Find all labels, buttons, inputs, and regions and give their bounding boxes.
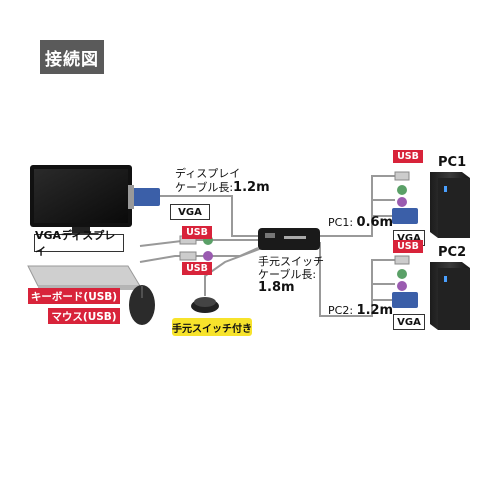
pc2-cable-length: 1.2m bbox=[356, 303, 394, 318]
keyboard-label: キーボード(USB) bbox=[28, 288, 120, 304]
pc2-usb-tag: USB bbox=[393, 240, 423, 253]
display-cable-text: ディスプレイ bbox=[175, 167, 241, 180]
display-cable-label: ディスプレイ ケーブル長:1.2m bbox=[175, 167, 270, 196]
pc1-cable-length: 0.6m bbox=[356, 215, 394, 230]
pc1-cable bbox=[320, 175, 395, 237]
pc2-cable bbox=[319, 242, 395, 317]
switch-cable-label: 手元スイッチ ケーブル長: 1.8m bbox=[258, 255, 324, 296]
pc1-name: PC1 bbox=[438, 155, 467, 170]
keyboard bbox=[27, 265, 141, 290]
remote-switch-puck bbox=[191, 297, 219, 313]
monitor bbox=[30, 165, 132, 238]
keyboard-usb-tag: USB bbox=[182, 226, 212, 239]
pc2-tower bbox=[430, 262, 470, 330]
pc2-vga-tag: VGA bbox=[393, 314, 425, 330]
display-cable-len-text: ケーブル長: bbox=[175, 180, 234, 194]
pc2-name: PC2 bbox=[438, 245, 467, 260]
switch-cable-len-text: ケーブル長: bbox=[258, 267, 317, 281]
mouse-usb-cable bbox=[139, 247, 259, 263]
kvm-switch-unit bbox=[258, 228, 320, 250]
mouse-usb-tag: USB bbox=[182, 262, 212, 275]
pc2-connectors bbox=[392, 255, 418, 308]
diagram-title: 接続図 bbox=[40, 40, 104, 74]
switch-cable-text: 手元スイッチ bbox=[258, 255, 324, 268]
display-cable-length: 1.2m bbox=[233, 179, 270, 195]
display-cable bbox=[160, 195, 258, 237]
pc1-connectors bbox=[392, 171, 418, 224]
switch-label: 手元スイッチ付き bbox=[172, 318, 252, 336]
display-vga-tag: VGA bbox=[170, 204, 210, 220]
pc1-cable-text: PC1: bbox=[328, 216, 354, 229]
mouse bbox=[129, 285, 155, 325]
keyboard-usb-cable bbox=[139, 239, 258, 247]
pc2-cable-text: PC2: bbox=[328, 304, 354, 317]
display-label: VGAディスプレイ bbox=[34, 229, 124, 258]
pc1-usb-tag: USB bbox=[393, 150, 423, 163]
switch-cable bbox=[204, 247, 263, 296]
vga-connector-display bbox=[128, 185, 160, 209]
switch-cable-length: 1.8m bbox=[258, 280, 295, 296]
mouse-label: マウス(USB) bbox=[48, 308, 120, 324]
pc1-tower bbox=[430, 172, 470, 238]
pc1-cable-label: PC1: 0.6m bbox=[328, 215, 394, 231]
pc2-cable-label: PC2: 1.2m bbox=[328, 303, 394, 319]
